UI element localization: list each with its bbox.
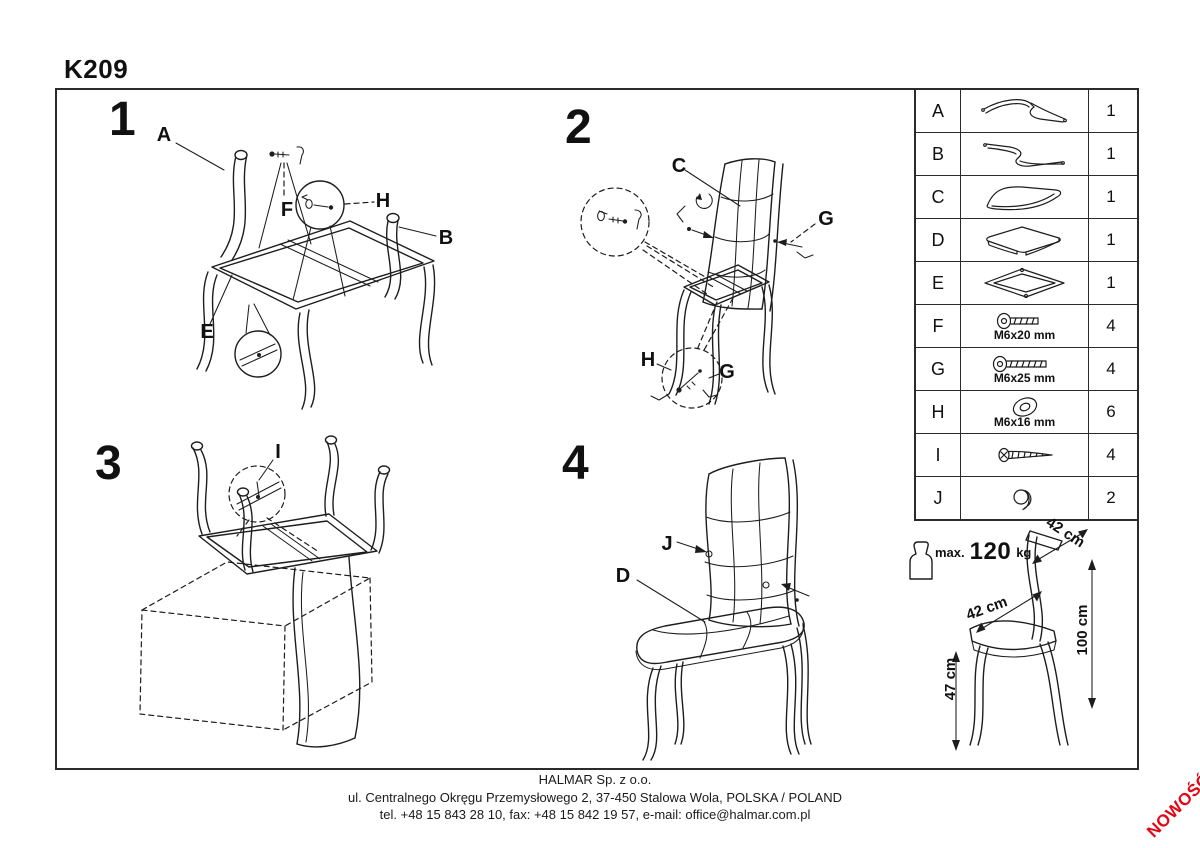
- part-qty: 4: [1088, 305, 1133, 347]
- side-leg-frame-right-icon: [982, 143, 1065, 167]
- part-qty: 1: [1088, 90, 1133, 132]
- seat-cushion-icon: [985, 226, 1061, 256]
- table-row: I 4: [916, 434, 1137, 477]
- table-row: A 1: [916, 90, 1137, 133]
- max-load: max. 120 kg: [935, 538, 1031, 566]
- side-leg-frame-left-icon: [980, 99, 1067, 123]
- table-row: G M6x25 mm 4: [916, 348, 1137, 391]
- footer: HALMAR Sp. z o.o. ul. Centralnego Okręgu…: [0, 771, 1190, 824]
- step1-label-b: B: [438, 227, 454, 249]
- step-3-diagram: [139, 435, 391, 748]
- part-id: D: [916, 219, 961, 261]
- step1-label-e: E: [200, 321, 214, 343]
- diagram-frame: 1: [55, 88, 1139, 770]
- step2-label-c: C: [671, 155, 687, 177]
- part-id: G: [916, 348, 961, 390]
- cap-icon: [1012, 489, 1031, 511]
- part-id: E: [916, 262, 961, 304]
- part-qty: 1: [1088, 262, 1133, 304]
- part-size: M6x20 mm: [993, 327, 1056, 342]
- table-row: J 2: [916, 477, 1137, 519]
- part-qty: 4: [1088, 434, 1133, 476]
- part-id: J: [916, 477, 961, 519]
- bolt-icon: [992, 355, 1047, 372]
- dim-total-height: 100 cm: [1074, 604, 1091, 656]
- max-load-value: 120: [969, 538, 1012, 565]
- table-row: F M6x20 mm 4: [916, 305, 1137, 348]
- part-size: M6x16 mm: [993, 414, 1056, 429]
- step4-label-j: J: [661, 533, 673, 555]
- step4-label-d: D: [615, 565, 631, 587]
- step-2-number: 2: [565, 101, 592, 154]
- part-id: A: [916, 90, 961, 132]
- dimensions-diagram: [909, 529, 1096, 751]
- part-qty: 1: [1088, 219, 1133, 261]
- step-3-number: 3: [95, 437, 122, 490]
- footer-company: HALMAR Sp. z o.o.: [538, 772, 652, 787]
- step1-label-f: F: [280, 199, 294, 221]
- step-1-number: 1: [109, 93, 136, 146]
- wood-screw-icon: [997, 447, 1053, 463]
- table-row: B 1: [916, 133, 1137, 176]
- step-4-number: 4: [562, 437, 589, 490]
- washer-icon: [1012, 396, 1037, 417]
- max-load-unit: kg: [1016, 544, 1032, 560]
- footer-contact: tel. +48 15 843 28 10, fax: +48 15 842 1…: [379, 807, 811, 822]
- part-qty: 4: [1088, 348, 1133, 390]
- step1-label-a: A: [156, 124, 172, 146]
- max-load-prefix: max.: [935, 544, 965, 560]
- part-id: C: [916, 176, 961, 218]
- part-qty: 1: [1088, 176, 1133, 218]
- step-2-diagram: [580, 158, 816, 409]
- step-4-diagram: [635, 457, 812, 761]
- part-qty: 1: [1088, 133, 1133, 175]
- parts-table: A 1 B: [914, 88, 1139, 521]
- backrest-pad-icon: [986, 186, 1061, 211]
- page-title: K209: [64, 54, 129, 84]
- step2-label-g-upper: G: [818, 208, 834, 230]
- part-id: H: [916, 391, 961, 433]
- bolt-icon: [996, 312, 1039, 329]
- table-row: H M6x16 mm 6: [916, 391, 1137, 434]
- step3-label-i: I: [275, 441, 281, 463]
- part-qty: 2: [1088, 477, 1133, 519]
- part-id: I: [916, 434, 961, 476]
- part-id: F: [916, 305, 961, 347]
- table-row: C 1: [916, 176, 1137, 219]
- part-qty: 6: [1088, 391, 1133, 433]
- step1-label-h: H: [375, 190, 391, 212]
- step-1-diagram: [175, 142, 437, 410]
- part-size: M6x25 mm: [993, 370, 1056, 385]
- table-row: D 1: [916, 219, 1137, 262]
- footer-address: ul. Centralnego Okręgu Przemysłowego 2, …: [347, 789, 842, 805]
- seat-frame-icon: [983, 267, 1065, 299]
- step2-label-g-lower: G: [719, 361, 735, 383]
- step2-label-h: H: [640, 349, 656, 371]
- dim-seat-height: 47 cm: [942, 657, 959, 701]
- part-id: B: [916, 133, 961, 175]
- table-row: E 1: [916, 262, 1137, 305]
- weight-icon-shape: [909, 541, 933, 580]
